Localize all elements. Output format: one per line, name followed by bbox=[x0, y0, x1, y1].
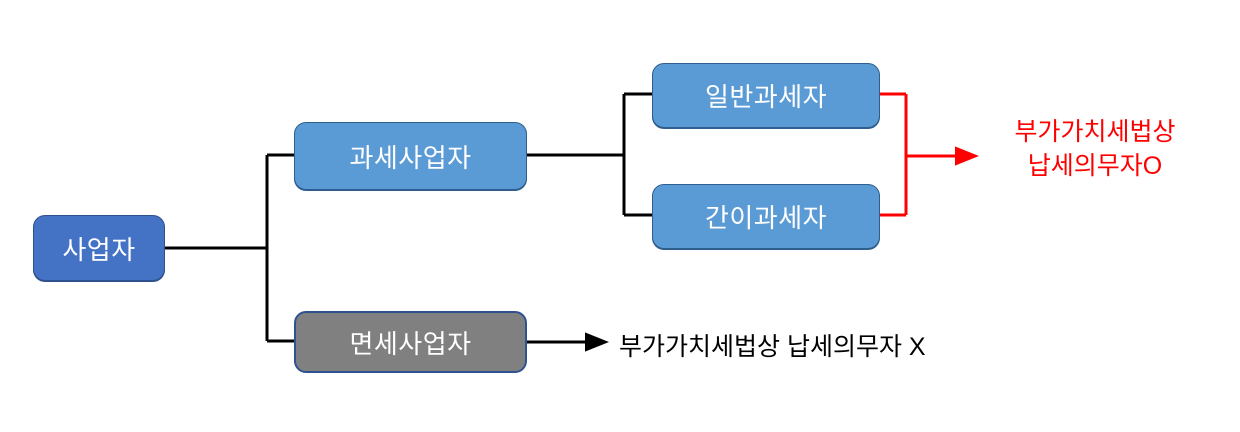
node-exempt-business-label: 면세사업자 bbox=[349, 328, 472, 359]
node-taxable-business-label: 과세사업자 bbox=[349, 142, 472, 173]
annotation-liable: 부가가치세법상 납세의무자O bbox=[995, 116, 1195, 184]
connector-liable-arrow bbox=[880, 92, 979, 217]
annotation-not-liable: 부가가치세법상 납세의무자 X bbox=[619, 333, 926, 361]
annotation-liable-line2: 납세의무자O bbox=[1027, 151, 1163, 180]
connector-taxable-split bbox=[527, 92, 652, 217]
node-general-taxpayer[interactable]: 일반과세자 bbox=[652, 63, 880, 128]
annotation-liable-line1: 부가가치세법상 bbox=[1014, 118, 1176, 146]
node-exempt-business[interactable]: 면세사업자 bbox=[294, 311, 527, 373]
node-root-label: 사업자 bbox=[62, 234, 136, 265]
connector-root-split bbox=[165, 153, 294, 343]
node-general-taxpayer-label: 일반과세자 bbox=[704, 82, 828, 112]
node-root[interactable]: 사업자 bbox=[33, 215, 165, 281]
node-taxable-business[interactable]: 과세사업자 bbox=[294, 122, 527, 190]
node-simplified-taxpayer-label: 간이과세자 bbox=[704, 203, 828, 233]
node-simplified-taxpayer[interactable]: 간이과세자 bbox=[652, 184, 880, 249]
